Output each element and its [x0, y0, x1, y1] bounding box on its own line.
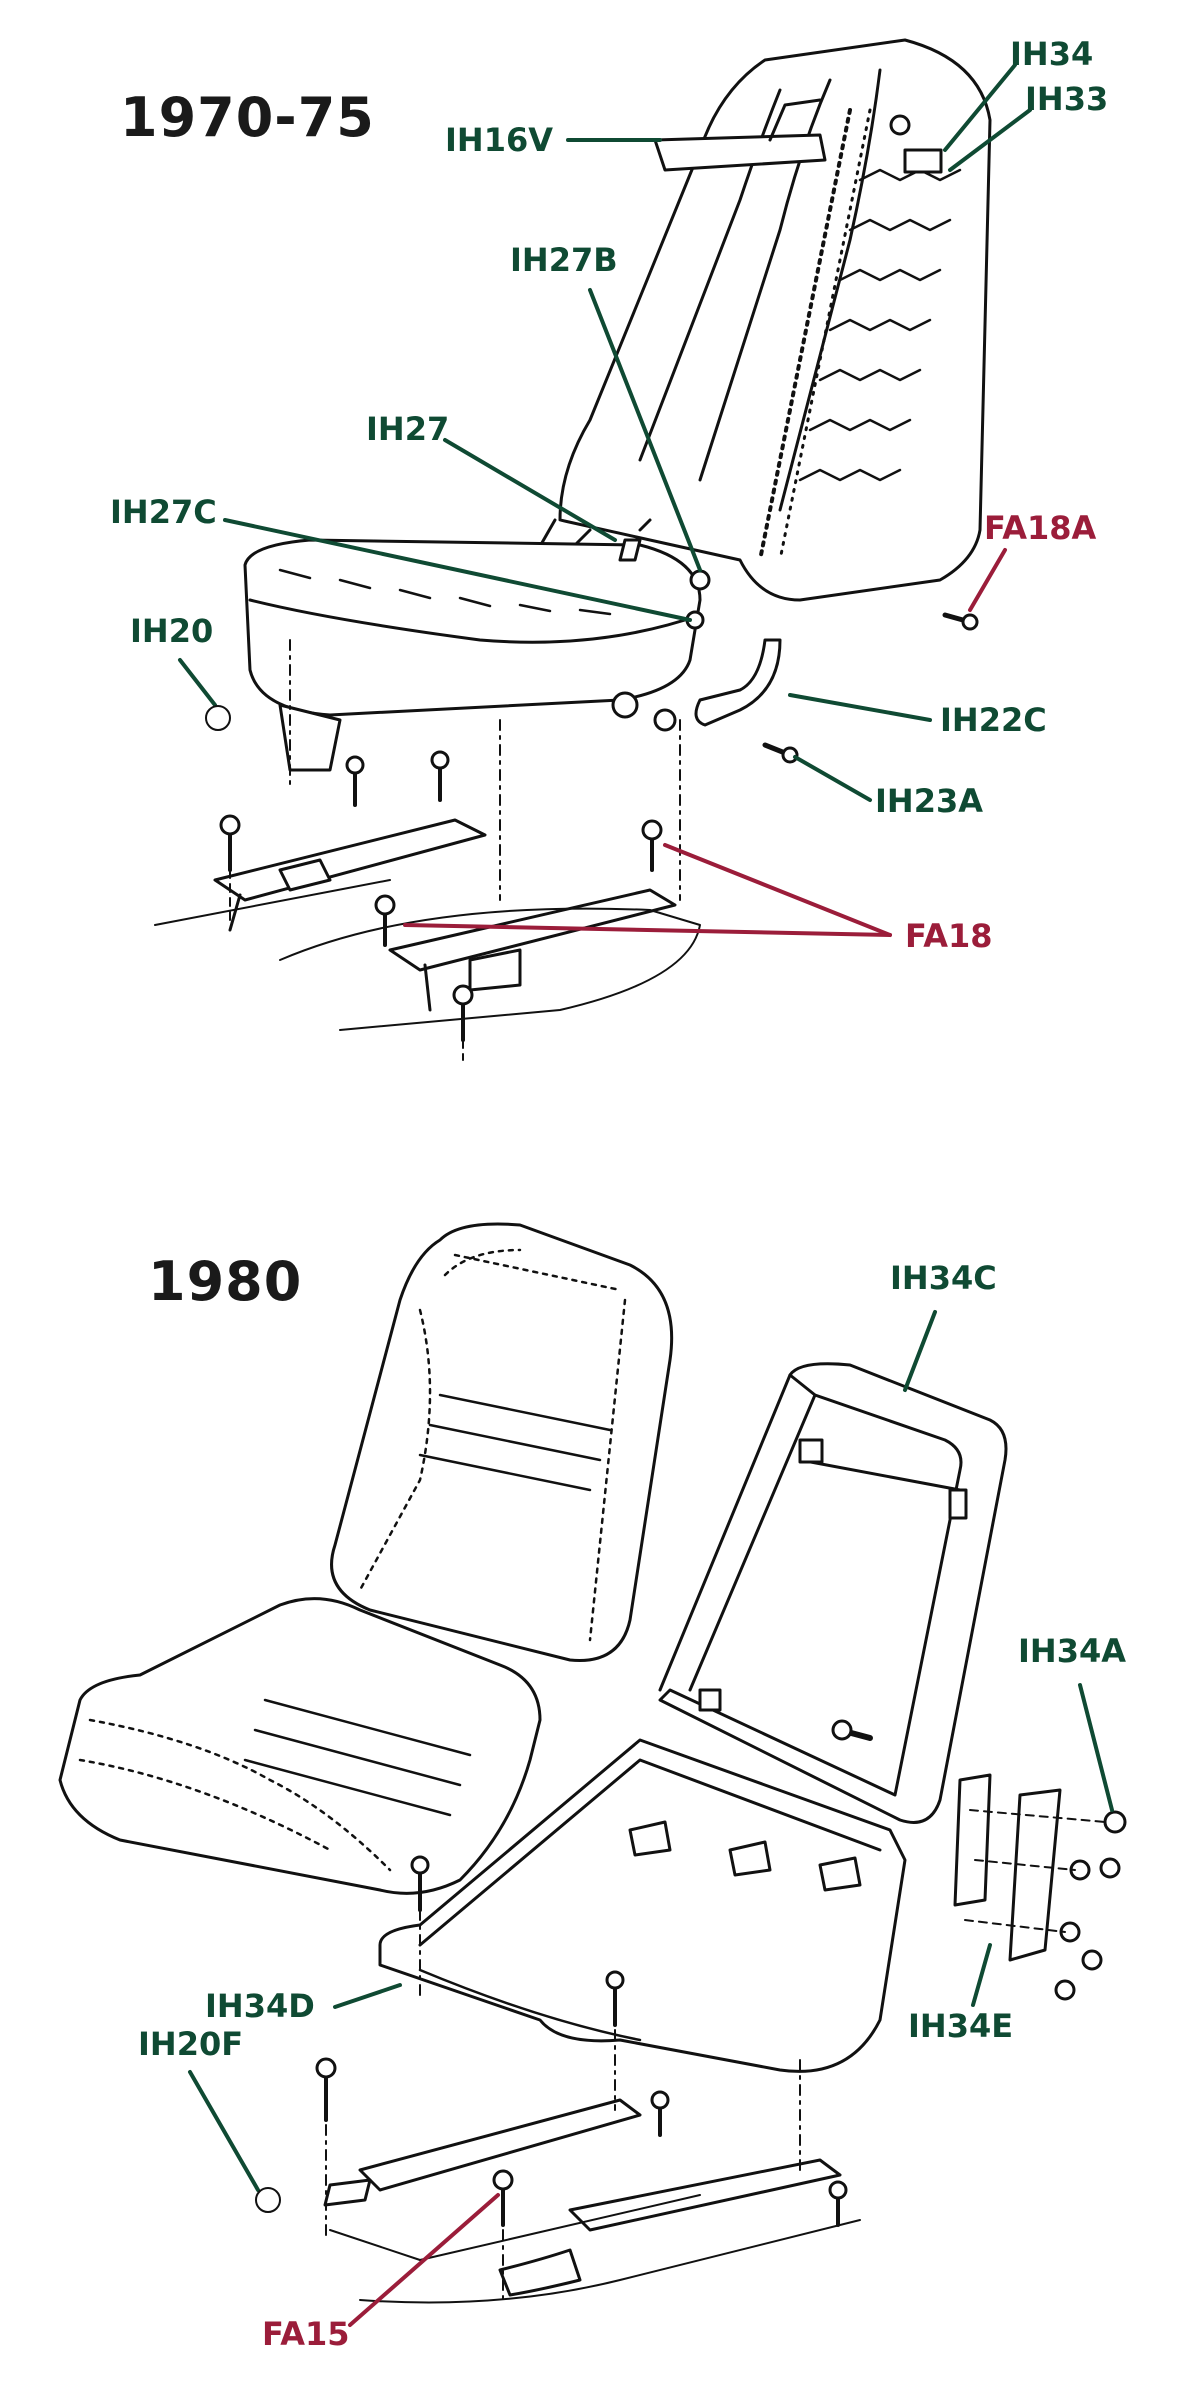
callout-ih34a: IH34A: [1018, 1632, 1126, 1670]
title-1980: 1980: [148, 1250, 303, 1313]
callout-ih34: IH34: [1010, 35, 1094, 73]
callout-ih27b: IH27B: [510, 241, 618, 279]
callout-fa18: FA18: [905, 917, 993, 955]
callout-ih27: IH27: [366, 410, 450, 448]
callout-ih34e: IH34E: [908, 2007, 1014, 2045]
leader-lines-1980: [188, 1310, 1114, 2327]
leader-lines-1970: [178, 63, 1032, 937]
title-1970-75: 1970-75: [120, 86, 375, 149]
callout-ih16v: IH16V: [445, 121, 553, 159]
callout-ih34c: IH34C: [890, 1259, 997, 1297]
callout-fa18a: FA18A: [984, 509, 1097, 547]
seat-1970-75-drawing: [154, 38, 992, 1061]
seat-1980-drawing: [58, 1222, 1127, 2304]
callout-fa15: FA15: [262, 2315, 350, 2353]
callout-ih23a: IH23A: [875, 782, 983, 820]
callout-ih34d: IH34D: [205, 1987, 315, 2025]
callout-ih27c: IH27C: [110, 493, 217, 531]
callout-ih20f: IH20F: [138, 2025, 244, 2063]
callout-ih22c: IH22C: [940, 701, 1047, 739]
callout-ih33: IH33: [1025, 80, 1109, 118]
callout-ih20: IH20: [130, 612, 214, 650]
